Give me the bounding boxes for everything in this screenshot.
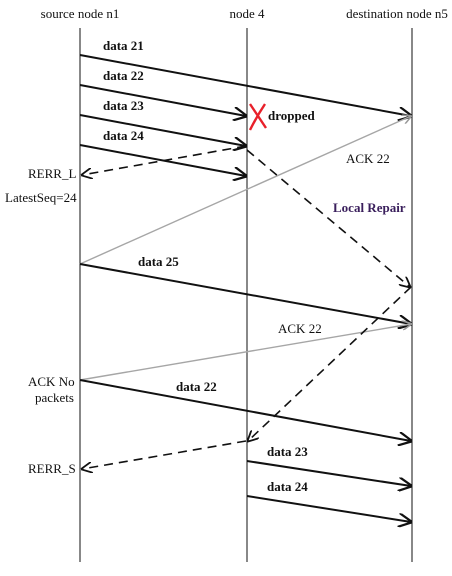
source-node-label: source node n1 bbox=[41, 6, 120, 21]
rerr-l-arrow bbox=[82, 145, 247, 175]
data23-second-label: data 23 bbox=[267, 444, 308, 459]
local-repair-arrow bbox=[246, 149, 410, 287]
data21-label: data 21 bbox=[103, 38, 144, 53]
ack22-first-arrow bbox=[79, 116, 411, 265]
rerr-s-label: RERR_S bbox=[28, 461, 76, 476]
data22-second-label: data 22 bbox=[176, 379, 217, 394]
data23-label: data 23 bbox=[103, 98, 144, 113]
data22-arrow bbox=[79, 84, 246, 116]
ack22-second-label: ACK 22 bbox=[278, 321, 322, 336]
dropped-label: dropped bbox=[268, 108, 315, 123]
ack-no-label: ACK No bbox=[28, 374, 75, 389]
data22-label: data 22 bbox=[103, 68, 144, 83]
rerr-l-label: RERR_L bbox=[28, 166, 76, 181]
data25-label: data 25 bbox=[138, 254, 179, 269]
dropped-x-icon bbox=[248, 103, 267, 131]
data24-second-label: data 24 bbox=[267, 479, 308, 494]
data25-arrow bbox=[79, 263, 411, 324]
local-repair-label: Local Repair bbox=[333, 200, 406, 215]
ack22-first-label: ACK 22 bbox=[346, 151, 390, 166]
rerr-s-arrow bbox=[82, 440, 247, 469]
data21-arrow bbox=[79, 54, 411, 116]
data23-second-arrow bbox=[246, 460, 411, 486]
data24-label: data 24 bbox=[103, 128, 144, 143]
latest-seq-label: LatestSeq=24 bbox=[5, 190, 77, 205]
data24-second-arrow bbox=[246, 495, 411, 522]
packets-label: packets bbox=[35, 390, 74, 405]
data22-second-arrow bbox=[79, 379, 411, 441]
data23-arrow bbox=[79, 114, 246, 146]
middle-node-label: node 4 bbox=[229, 6, 265, 21]
ack22-second-arrow bbox=[79, 324, 411, 381]
destination-node-label: destination node n5 bbox=[346, 6, 448, 21]
data24-arrow bbox=[79, 144, 246, 176]
